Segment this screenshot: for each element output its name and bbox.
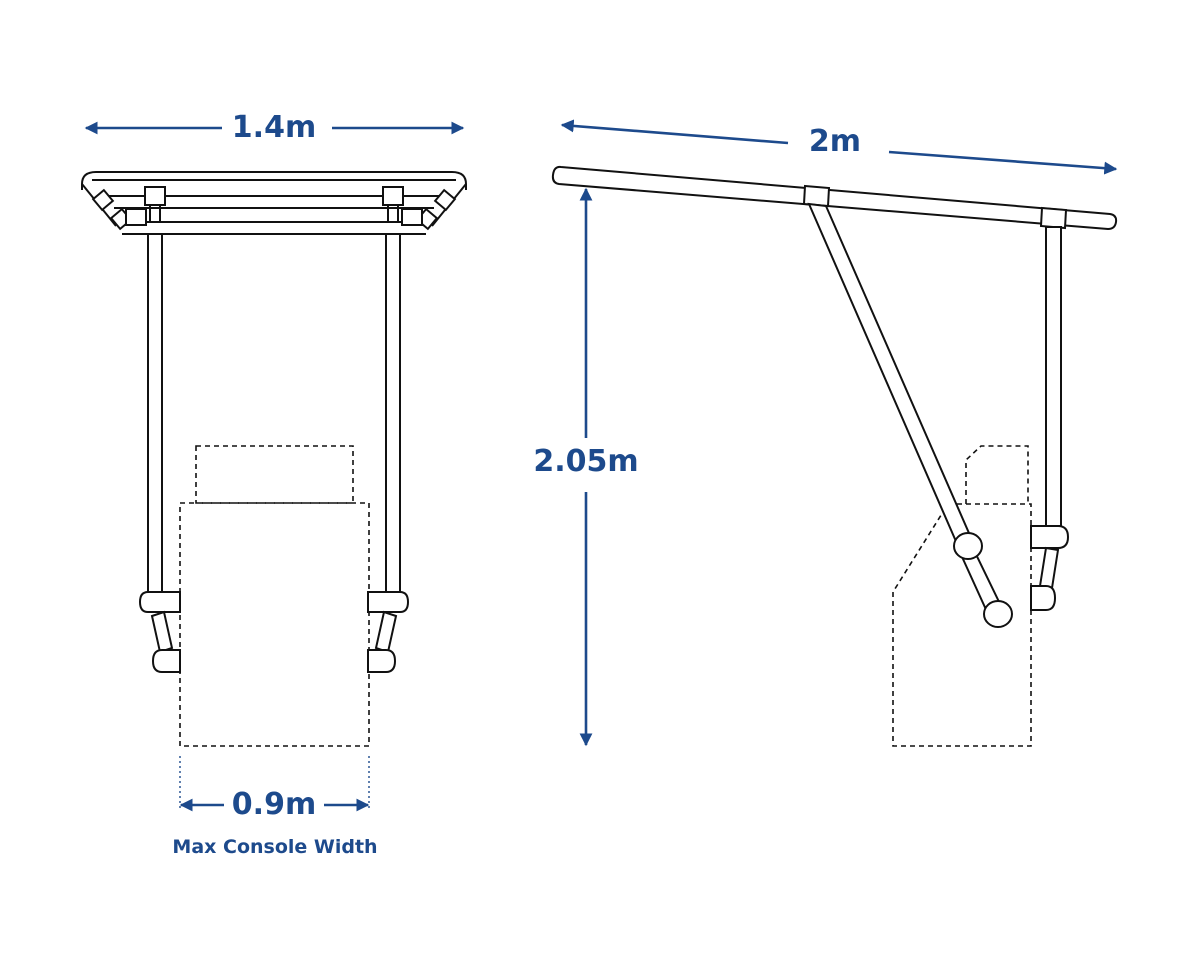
front-top-frame <box>81 171 467 235</box>
side-length-label: 2m <box>808 124 862 159</box>
front-left-leg <box>138 233 181 673</box>
front-right-leg <box>367 233 410 673</box>
front-console-width-dimension <box>179 756 370 812</box>
front-console-outline <box>179 445 370 747</box>
side-rear-post <box>1030 226 1070 611</box>
front-width-label: 1.4m <box>231 110 317 145</box>
side-diagonal-strut <box>807 202 1013 628</box>
console-width-label: 0.9m <box>231 787 317 822</box>
side-height-label: 2.05m <box>533 444 639 479</box>
console-width-caption: Max Console Width <box>172 836 378 858</box>
front-view <box>81 121 467 812</box>
side-top-rail <box>551 165 1118 231</box>
side-console-outline <box>892 445 1032 747</box>
side-length-dimension <box>560 119 1118 175</box>
side-view <box>551 119 1118 747</box>
